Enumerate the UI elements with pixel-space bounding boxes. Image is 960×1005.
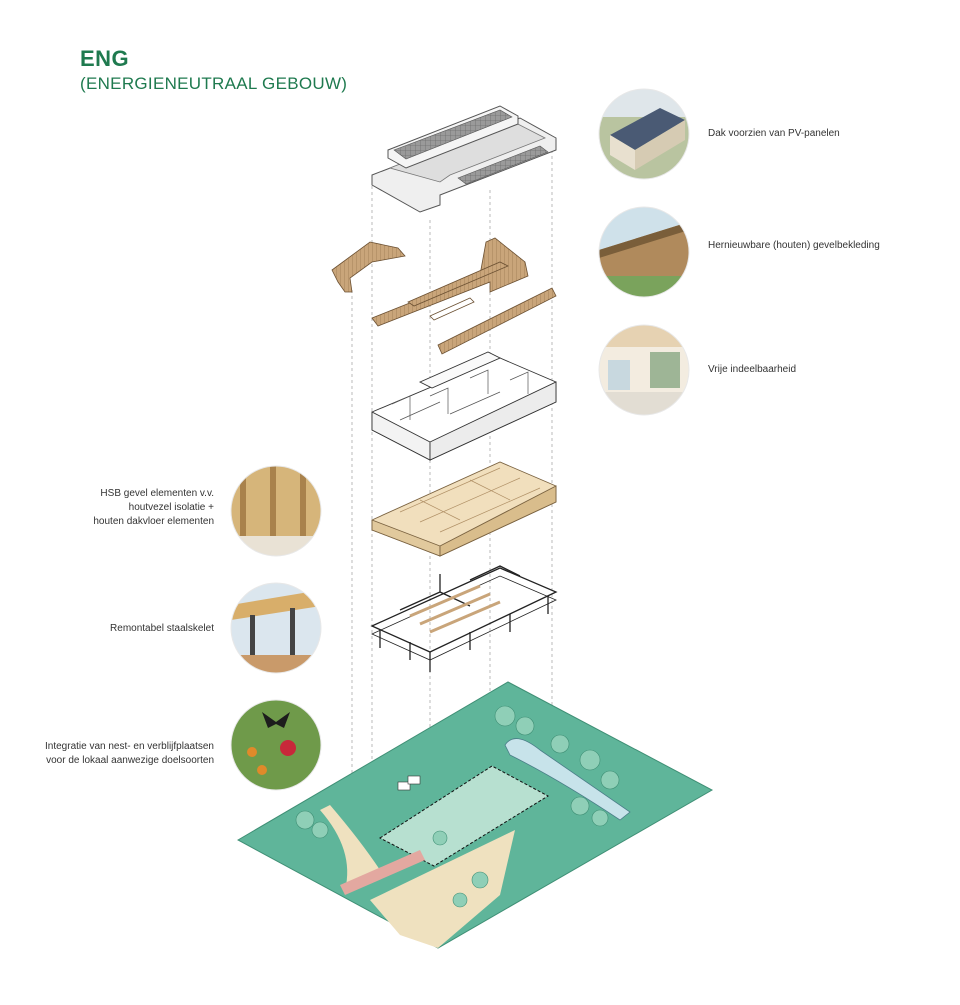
callout-free-layout: Vrije indeelbaarheid [708,364,797,375]
wooden-facade-photo [599,207,689,297]
callout-line: voor de lokaal aanwezige doelsoorten [46,755,214,766]
roof-layer [371,105,557,213]
page-subtitle: (ENERGIENEUTRAAL GEBOUW) [80,74,348,93]
callout-line: Remontabel staalskelet [110,623,214,634]
callout-wooden-facade: Hernieuwbare (houten) gevelbekleding [708,240,880,251]
callout-line: Integratie van nest- en verblijfplaatsen [45,741,214,752]
callout-line: HSB gevel elementen v.v. [100,488,214,499]
solar-roof-photo [599,89,689,179]
bike-path [340,850,425,895]
callout-pv-roof: Dak voorzien van PV-panelen [708,128,840,139]
butterfly-flowers-photo [231,700,321,790]
callout-timber-frame: HSB gevel elementen v.v. houtvezel isola… [0,487,214,529]
trees [295,705,620,908]
page-title: ENG [80,46,130,71]
timber-floor-layer [371,461,557,557]
interior-layer [371,351,557,461]
steel-skeleton-layer [370,565,558,672]
facade-cladding-layer [331,237,557,355]
callout-line: houtvezel isolatie + [128,502,214,513]
callout-steel-skeleton: Remontabel staalskelet [0,622,214,636]
pond [504,738,631,821]
callout-nesting-places: Integratie van nest- en verblijfplaatsen… [0,740,214,768]
pv-panels [393,109,513,160]
access-path [370,830,515,948]
site-plane [236,681,714,949]
callout-line: houten dakvloer elementen [93,516,214,527]
